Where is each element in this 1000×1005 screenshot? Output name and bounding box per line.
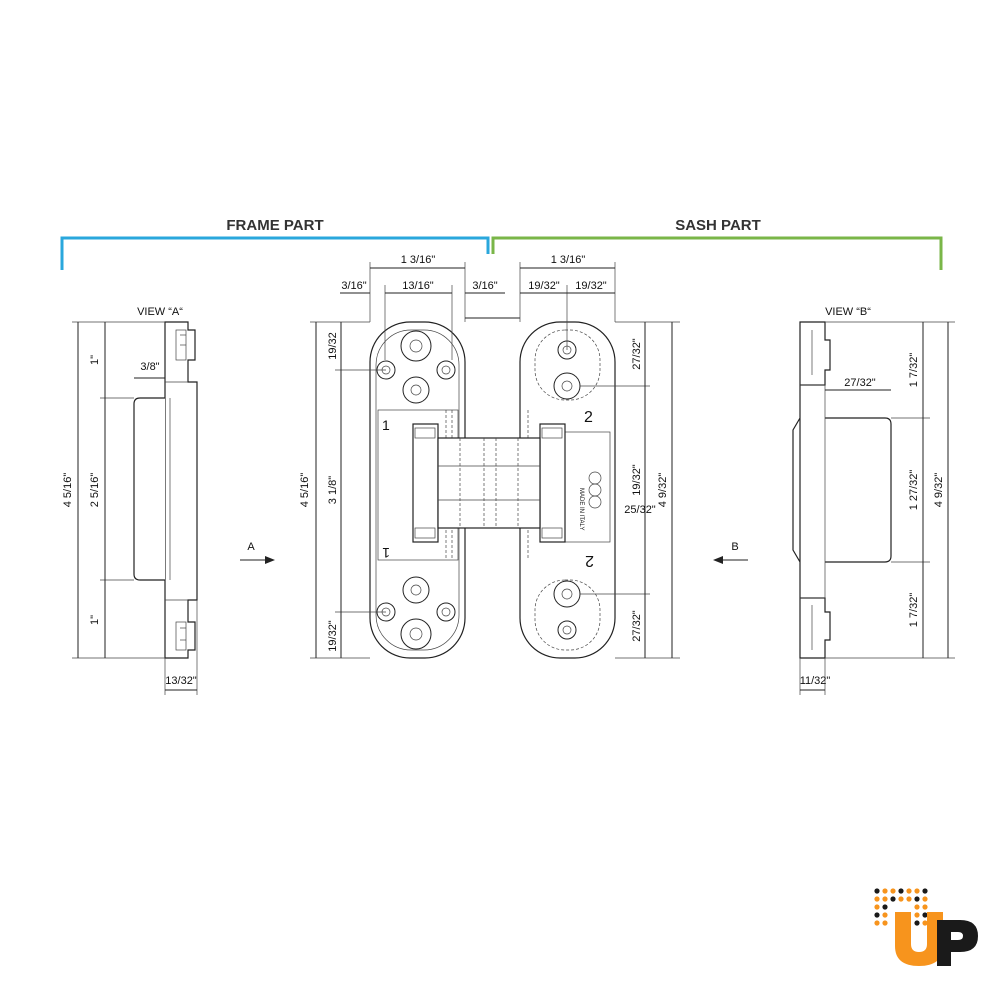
frame-top-hole-dim: 19/32 bbox=[327, 332, 339, 360]
logo-dot-grid bbox=[874, 888, 928, 926]
logo-dot bbox=[882, 888, 888, 894]
sash-middle-dim: 19/32" bbox=[631, 464, 643, 496]
sash-right-dim: 19/32" bbox=[575, 280, 607, 292]
logo-dot bbox=[922, 904, 928, 910]
frame-part-label: FRAME PART bbox=[226, 217, 323, 234]
logo-dot bbox=[882, 896, 888, 902]
frame-left-dim: 3/16" bbox=[341, 280, 366, 292]
arrow-a: A bbox=[240, 541, 275, 564]
frame-inner-dim: 13/16" bbox=[402, 280, 434, 292]
arrow-b: B bbox=[713, 541, 748, 564]
view-b-width-dim: 11/32" bbox=[800, 675, 831, 687]
logo-letter-u bbox=[895, 912, 943, 966]
sash-overall-dim: 4 9/32" bbox=[657, 473, 669, 508]
logo-dot bbox=[874, 912, 880, 918]
front-sash-dims: 1 3/16" 19/32" 19/32" 27/32" 19/32" 25/3… bbox=[519, 254, 680, 659]
frame-holes-dim: 3 1/8" bbox=[327, 476, 339, 504]
front-frame-dims: 1 3/16" 3/16" 13/16" 3/16" 19/32 4 5/16"… bbox=[299, 254, 520, 659]
view-a-top-dim: 1" bbox=[89, 355, 101, 365]
logo-dot bbox=[882, 920, 888, 926]
view-a-overall-dim: 4 5/16" bbox=[62, 473, 74, 508]
logo-dot bbox=[874, 896, 880, 902]
view-a: VIEW “A“ 1" 3/8" 2 5/16" 1" 4 5/16" 13/3… bbox=[62, 306, 198, 695]
logo-dot bbox=[898, 888, 904, 894]
sash-part-bracket: SASH PART bbox=[491, 217, 943, 270]
view-b-depth-dim: 27/32" bbox=[844, 377, 876, 389]
view-a-body bbox=[133, 397, 165, 581]
logo-dot bbox=[914, 912, 920, 918]
frame-gap-dim: 3/16" bbox=[472, 280, 497, 292]
logo-dot bbox=[874, 888, 880, 894]
view-a-middle-dim: 2 5/16" bbox=[89, 473, 101, 508]
logo-dot bbox=[914, 896, 920, 902]
sash-top-mark: 2 bbox=[584, 409, 593, 426]
view-b-bottom-dim: 1 7/32" bbox=[908, 593, 920, 628]
logo-dot bbox=[874, 920, 880, 926]
sash-top-dim: 27/32" bbox=[631, 338, 643, 370]
frame-bottom-hole-dim: 19/32" bbox=[327, 620, 339, 652]
hinge-arms bbox=[412, 423, 566, 543]
sash-left-dim: 19/32" bbox=[528, 280, 560, 292]
view-b-middle-dim: 1 27/32" bbox=[908, 470, 920, 511]
logo-dot bbox=[898, 896, 904, 902]
frame-bottom-mark: 1 bbox=[382, 545, 390, 561]
logo-dot bbox=[922, 920, 928, 926]
logo-dot bbox=[922, 888, 928, 894]
frame-width-top-dim: 1 3/16" bbox=[401, 254, 436, 266]
sash-middle2-dim: 25/32" bbox=[624, 504, 656, 516]
logo-dot bbox=[906, 888, 912, 894]
view-a-title: VIEW “A“ bbox=[137, 306, 183, 318]
logo-dot bbox=[890, 888, 896, 894]
view-b-profile bbox=[792, 321, 831, 659]
sash-width-top-dim: 1 3/16" bbox=[551, 254, 586, 266]
logo-dot bbox=[914, 920, 920, 926]
frame-overall-dim: 4 5/16" bbox=[299, 473, 311, 508]
view-b-body bbox=[825, 417, 892, 563]
view-b: VIEW “B“ 27/32" 1 7/32" 1 27/32" 1 7/32"… bbox=[792, 306, 955, 695]
logo-dot bbox=[922, 896, 928, 902]
logo-dot bbox=[874, 904, 880, 910]
logo-dot bbox=[922, 912, 928, 918]
sash-made-in: MADE IN ITALY bbox=[578, 488, 584, 530]
view-b-overall-dim: 4 9/32" bbox=[933, 473, 945, 508]
view-b-top-dim: 1 7/32" bbox=[908, 353, 920, 388]
view-a-depth-dim: 3/8" bbox=[140, 361, 159, 373]
logo-dot bbox=[890, 896, 896, 902]
up-logo bbox=[874, 888, 978, 966]
arrow-b-label: B bbox=[731, 541, 738, 553]
logo-dot bbox=[882, 904, 888, 910]
frame-part-bracket: FRAME PART bbox=[60, 217, 490, 270]
logo-letter-p bbox=[937, 920, 978, 966]
logo-dot bbox=[914, 888, 920, 894]
arrow-a-label: A bbox=[247, 541, 255, 553]
frame-top-mark: 1 bbox=[382, 417, 390, 433]
view-b-title: VIEW “B“ bbox=[825, 306, 871, 318]
view-a-width-dim: 13/32" bbox=[165, 675, 197, 687]
sash-part-label: SASH PART bbox=[675, 217, 761, 234]
logo-dot bbox=[914, 904, 920, 910]
view-a-bottom-dim: 1" bbox=[89, 615, 101, 625]
sash-bottom-dim: 27/32" bbox=[631, 610, 643, 642]
sash-bottom-mark: 2 bbox=[585, 552, 594, 569]
logo-dot bbox=[906, 896, 912, 902]
logo-dot bbox=[882, 912, 888, 918]
